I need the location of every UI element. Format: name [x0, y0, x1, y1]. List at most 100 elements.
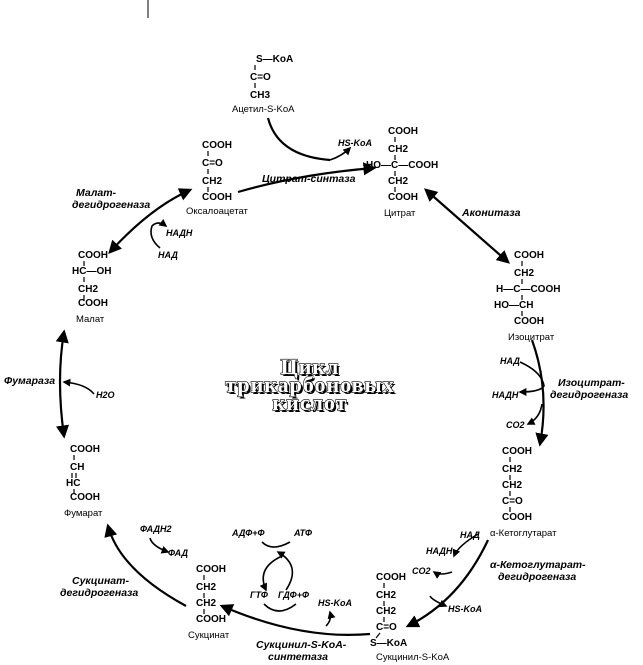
acetyl-name: Ацетил-S-KoA	[232, 104, 295, 115]
enzyme-citrate-synthase: Цитрат-синтаза	[262, 173, 356, 185]
enzyme-isocitrate-dh-line-2: дегидрогеназа	[550, 389, 628, 401]
cofactor-nad-3: НАД	[158, 250, 178, 260]
title-line-3-shadow: кислот	[275, 392, 350, 417]
arrow-h2o	[62, 378, 95, 395]
oaa-name: Оксалоацетат	[186, 206, 249, 217]
compound-acetyl-coa: S—KoA C=O CH3 Ацетил-S-KoA	[232, 54, 295, 115]
enzyme-succinate-dh-line-1: Сукцинат-	[72, 575, 129, 587]
cofactor-gtp: ГТФ	[250, 590, 268, 600]
arrow-succcoa-to-succinate	[219, 604, 371, 636]
citrate-line-5: COOH	[388, 192, 418, 203]
cofactor-co2-1: CO2	[506, 420, 525, 430]
arrow-nad-1	[518, 361, 545, 396]
cofactor-nadh-2: НАДН	[426, 546, 453, 556]
succcoa-line-4: C=O	[376, 622, 397, 633]
succcoa-line-3: CH2	[376, 606, 396, 617]
fumarate-line-4: COOH	[70, 492, 100, 503]
isocitrate-line-3: H—C—COOH	[496, 284, 560, 295]
cofactor-nad-1: НАД	[500, 356, 520, 366]
cofactor-gdp: ГДФ+Ф	[278, 590, 309, 600]
fumarate-name: Фумарат	[64, 508, 103, 519]
title-line-2: трикарбоновых	[225, 372, 394, 397]
enzyme-akg-dh-line-1: α-Кетоглутарат-	[490, 559, 586, 571]
malate-line-2: HC—OH	[72, 266, 111, 277]
malate-line-1: COOH	[78, 250, 108, 261]
oaa-line-4: COOH	[202, 192, 232, 203]
acetyl-line-1: S—KoA	[256, 54, 293, 65]
compound-malate: COOH HC—OH CH2 COOH Малат	[72, 250, 111, 325]
reaction-arrows	[55, 117, 549, 636]
compound-isocitrate: COOH CH2 H—C—COOH HO—CH COOH Изоцитрат	[494, 250, 560, 343]
arrow-isocitrate-to-akg	[530, 339, 549, 447]
akg-line-1: COOH	[502, 446, 532, 457]
compound-succinyl-coa: COOH CH2 CH2 C=O S—KoA Сукцинил-S-KoA	[370, 572, 450, 663]
succcoa-line-5: S—KoA	[370, 638, 407, 649]
citrate-line-2: CH2	[388, 144, 408, 155]
malate-line-4: COOH	[78, 298, 108, 309]
cofactor-nadh-3: НАДН	[166, 228, 193, 238]
enzyme-succinyl-synthetase-line-1: Сукцинил-S-KoA-	[256, 639, 347, 651]
arrow-gdp-atp	[276, 551, 294, 591]
arrow-hs-coa-1-out	[329, 146, 352, 161]
arrow-succinate-to-fumarate	[104, 523, 187, 607]
arrow-co2-1	[526, 403, 543, 425]
oaa-line-2: C=O	[202, 158, 223, 169]
title-line-2-shadow: трикарбоновых	[227, 374, 396, 399]
title-line-1-shadow: Цикл	[283, 356, 342, 381]
succinate-name: Сукцинат	[188, 630, 230, 641]
arrow-akg-to-succcoa	[405, 539, 489, 628]
isocitrate-name: Изоцитрат	[508, 332, 555, 343]
enzyme-akg-dh-line-2: дегидрогеназа	[498, 571, 576, 583]
arrow-hs-coa-2-in	[429, 595, 448, 608]
fumarate-line-1: COOH	[70, 444, 100, 455]
akg-line-3: CH2	[502, 480, 522, 491]
arrow-fad	[149, 537, 170, 554]
arrow-adp-atp-link	[261, 541, 291, 548]
acetyl-line-3: CH3	[250, 90, 270, 101]
compound-alpha-ketoglutarate: COOH CH2 CH2 C=O COOH α-Кетоглутарат	[490, 446, 557, 539]
succcoa-name: Сукцинил-S-KoA	[376, 652, 450, 663]
succcoa-line-2: CH2	[376, 590, 396, 601]
arrow-oaa-to-citrate	[237, 162, 377, 194]
enzyme-malate-dh-line-2: дегидрогеназа	[72, 199, 150, 211]
citrate-line-4: CH2	[388, 176, 408, 187]
citrate-line-3: HO—C—COOH	[366, 160, 438, 171]
oaa-line-3: CH2	[202, 176, 222, 187]
cofactor-co2-2: CO2	[412, 566, 431, 576]
enzyme-succinyl-synthetase-line-2: синтетаза	[268, 651, 328, 663]
enzyme-succinate-dh-line-2: дегидрогеназа	[60, 587, 138, 599]
title-line-1: Цикл	[281, 354, 340, 379]
oaa-line-1: COOH	[202, 140, 232, 151]
cofactor-nadh-1: НАДН	[492, 390, 519, 400]
arrow-adp-gtp	[259, 555, 283, 592]
fumarate-line-2: CH	[70, 462, 84, 473]
compound-oxaloacetate: COOH C=O CH2 COOH Оксалоацетат	[186, 140, 249, 217]
malate-name: Малат	[76, 314, 105, 325]
enzyme-isocitrate-dh-line-1: Изоцитрат-	[558, 377, 625, 389]
akg-line-5: COOH	[502, 512, 532, 523]
succinate-line-4: COOH	[196, 614, 226, 625]
succinate-line-1: COOH	[196, 564, 226, 575]
arrow-co2-2	[432, 571, 453, 579]
compound-succinate: COOH CH2 CH2 COOH Сукцинат	[188, 564, 230, 641]
enzyme-malate-dh-line-1: Малат-	[76, 187, 117, 199]
akg-line-4: C=O	[502, 496, 523, 507]
enzyme-fumarase: Фумараза	[4, 375, 55, 387]
succinate-line-2: CH2	[196, 582, 216, 593]
compound-fumarate: COOH CH HC COOH Фумарат	[64, 444, 103, 519]
title-line-3: кислот	[273, 390, 348, 415]
arrow-malate-oaa	[108, 188, 193, 254]
arrow-citrate-isocitrate	[424, 188, 510, 264]
succinate-line-3: CH2	[196, 598, 216, 609]
cofactor-fad: ФАД	[168, 548, 189, 558]
acetyl-line-2: C=O	[250, 72, 271, 83]
arrow-hs-coa-3	[325, 610, 336, 627]
isocitrate-line-5: COOH	[514, 316, 544, 327]
cofactor-atp: АТФ	[293, 528, 312, 538]
cofactor-h2o: H2O	[96, 390, 115, 400]
arrow-nad-3	[150, 218, 168, 249]
citrate-line-1: COOH	[388, 126, 418, 137]
malate-line-3: CH2	[78, 284, 98, 295]
cofactor-nad-2: НАД	[460, 530, 480, 540]
